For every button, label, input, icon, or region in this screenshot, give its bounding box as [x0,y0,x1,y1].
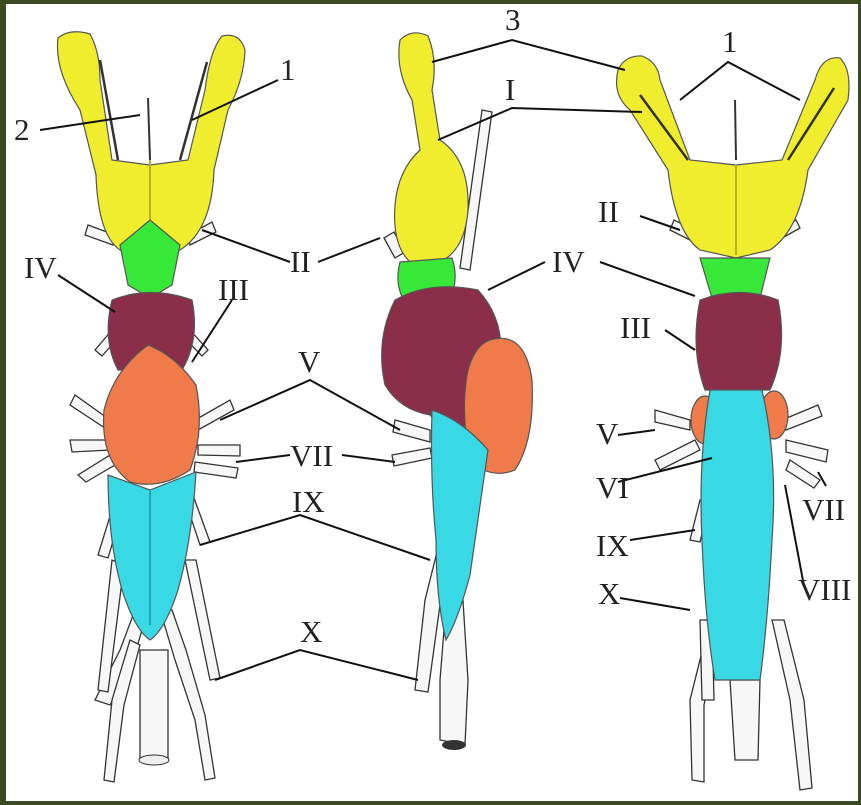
label-X-right: X [598,576,620,611]
label-IV-center: IV [552,244,585,279]
label-VII-center: VII [290,438,333,473]
label-X-center: X [300,614,322,649]
middle-medulla [432,410,489,640]
label-I: I [505,72,515,107]
label-3: 3 [505,2,521,37]
label-1-right: 1 [722,24,738,59]
brain-middle [382,33,533,750]
label-III-right: III [620,310,651,345]
label-IV-left: IV [24,250,57,285]
label-VIII-right: VIII [798,572,851,607]
label-VI-right: VI [596,470,629,505]
right-medulla [701,390,774,680]
left-medulla [108,472,196,640]
label-1-left: 1 [280,52,296,87]
label-IX-right: IX [596,528,629,563]
label-II-center: II [290,244,311,279]
label-II-right: II [598,194,619,229]
label-III-left: III [218,272,249,307]
label-IX-center: IX [292,484,325,519]
label-VII-right: VII [802,492,845,527]
right-olfactory-and-hemispheres [617,56,850,258]
label-V-center: V [298,344,321,379]
middle-olfactory-and-hemisphere [395,33,469,262]
right-midbrain [696,293,782,391]
brain-left [57,32,245,782]
label-2: 2 [14,112,30,147]
label-V-right: V [596,416,619,451]
brain-right [617,56,850,790]
